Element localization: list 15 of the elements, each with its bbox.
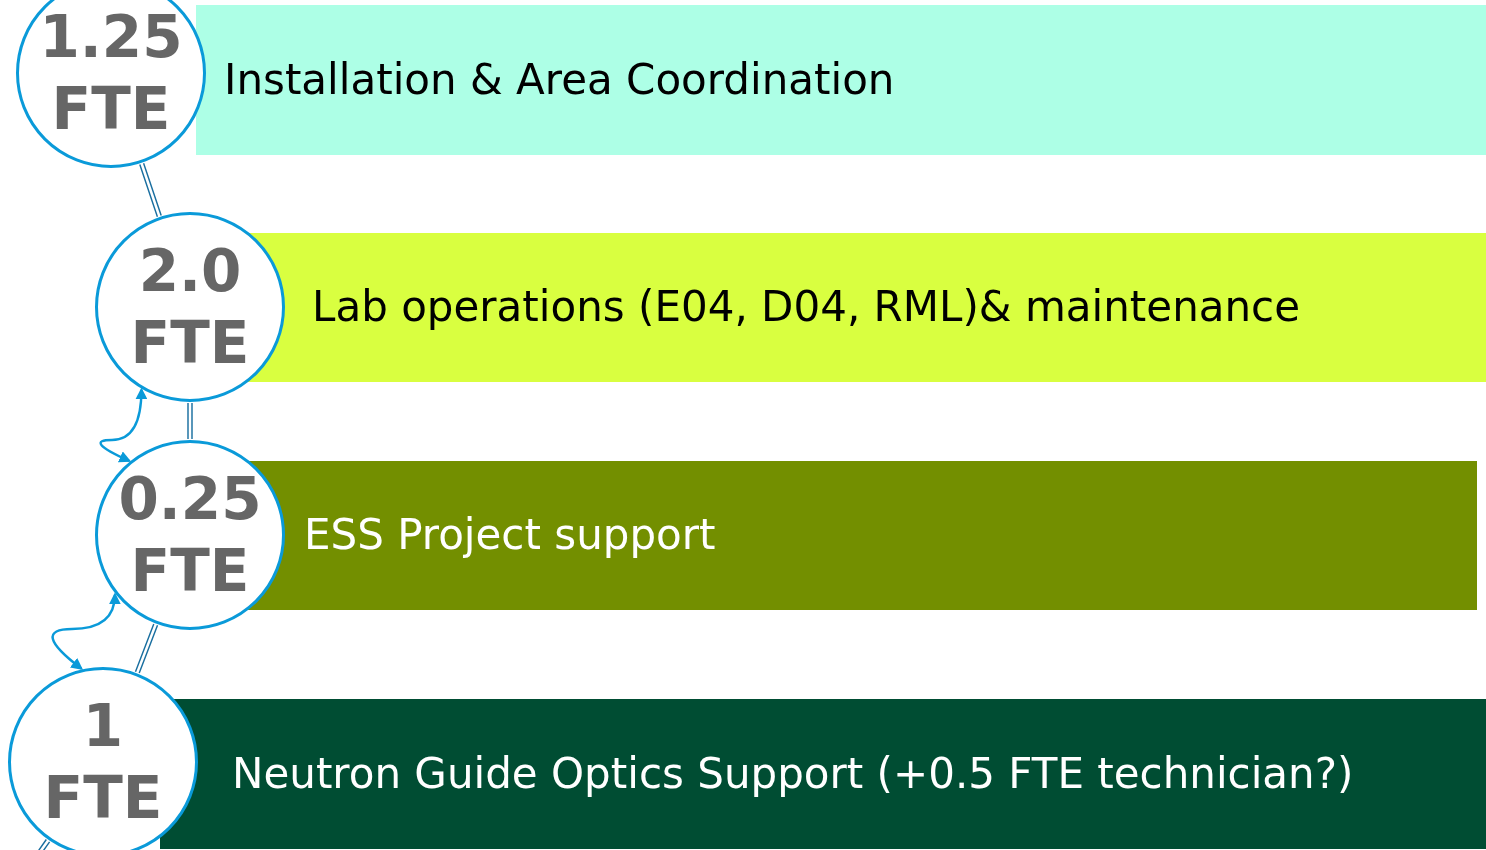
- task-band: [196, 5, 1486, 155]
- fte-value: 1 FTE: [42, 690, 164, 834]
- task-label: Neutron Guide Optics Support (+0.5 FTE technician?): [232, 747, 1354, 800]
- double-connector-line: [187, 402, 193, 440]
- task-band: [160, 699, 1486, 849]
- double-connector-line: [139, 162, 162, 218]
- task-label: ESS Project support: [304, 509, 716, 562]
- fte-value: 2.0 FTE: [129, 235, 251, 379]
- double-connector-line: [134, 623, 159, 674]
- double-connector-line: [37, 838, 51, 850]
- curved-double-arrow: [99, 387, 148, 463]
- task-label: Installation & Area Coordination: [224, 53, 895, 106]
- fte-value: 1.25 FTE: [38, 1, 184, 145]
- task-label: Lab operations (E04, D04, RML)& maintenance: [312, 281, 1301, 334]
- fte-value: 0.25 FTE: [117, 463, 263, 607]
